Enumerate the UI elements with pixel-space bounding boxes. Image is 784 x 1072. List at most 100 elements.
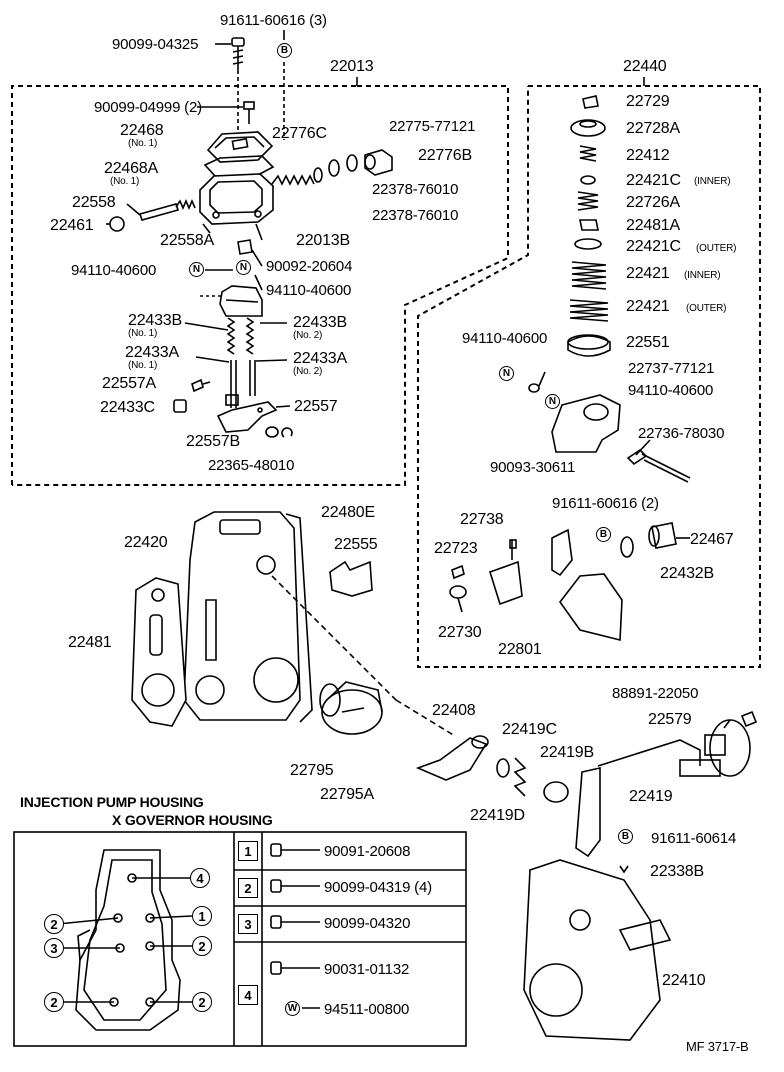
- housing-22013B: [199, 173, 274, 225]
- assembly-boundary-22440: [417, 85, 761, 668]
- label-22440: 22440: [623, 58, 667, 75]
- lever-22738: [551, 528, 573, 577]
- bracket-22440: [551, 394, 621, 453]
- label-22737-77121: 22737-77121: [628, 360, 715, 377]
- label-22558: 22558: [72, 194, 116, 211]
- label-22729: 22729: [626, 93, 670, 110]
- plate-22557: [216, 401, 291, 433]
- bolt-table-frame: [13, 831, 467, 1047]
- label-22557: 22557: [294, 398, 338, 415]
- label-outer-b: (OUTER): [686, 303, 727, 314]
- table-row-4-part: 90031-01132: [324, 961, 410, 978]
- housing-22420: [183, 511, 301, 721]
- marker-n-a: N: [189, 262, 204, 277]
- label-22378-76010-b: 22378-76010: [372, 207, 459, 224]
- screw-22557A: [191, 378, 211, 393]
- nut-90092-20604: [237, 239, 263, 267]
- label-22481A: 22481A: [626, 217, 680, 234]
- diagram-reference-code: MF 3717-B: [686, 1039, 749, 1054]
- label-22013B: 22013B: [296, 232, 350, 249]
- hole-label-3: 3: [44, 938, 64, 958]
- label-no1-b: (No. 1): [110, 176, 140, 187]
- hole-label-2-lower-right: 2: [192, 992, 212, 1012]
- label-91611-60616-2: 91611-60616 (2): [552, 495, 659, 512]
- label-94110-40600-b: 94110-40600: [266, 282, 352, 299]
- label-22776C: 22776C: [272, 125, 327, 142]
- label-outer-a: (OUTER): [696, 243, 737, 254]
- lever-22419: [575, 767, 601, 858]
- label-22738: 22738: [460, 511, 504, 528]
- label-22013: 22013: [330, 58, 374, 75]
- label-no2-b: (No. 2): [293, 366, 323, 377]
- table-row-3-number: 3: [238, 914, 258, 934]
- bolt-90099-04325: [215, 37, 245, 70]
- label-22433B-right: 22433B: [293, 314, 347, 331]
- block-22433: [200, 285, 263, 317]
- label-22795: 22795: [290, 762, 334, 779]
- cap-22795: [321, 681, 383, 735]
- cap-22433C: [173, 399, 187, 413]
- hole-label-4: 4: [190, 868, 210, 888]
- lever-22408: [415, 735, 489, 781]
- label-22726A: 22726A: [626, 194, 680, 211]
- gasket-22480E: [285, 513, 313, 723]
- label-22557B: 22557B: [186, 433, 240, 450]
- label-22579: 22579: [648, 711, 692, 728]
- bolt-22736: [626, 439, 691, 483]
- label-22736-78030: 22736-78030: [638, 425, 725, 442]
- label-22419C: 22419C: [502, 721, 557, 738]
- label-22730: 22730: [438, 624, 482, 641]
- label-22365-48010: 22365-48010: [208, 457, 295, 474]
- spring-22419C: [513, 757, 527, 797]
- washer-marker-w: W: [285, 1001, 300, 1016]
- hole-label-2-right-mid: 2: [192, 936, 212, 956]
- pin-22558: [126, 198, 196, 221]
- label-22728A: 22728A: [626, 120, 680, 137]
- label-22795A: 22795A: [320, 786, 374, 803]
- oring-22795A: [319, 683, 341, 717]
- washer-22419D: [496, 758, 510, 778]
- table-bolt-icons: [270, 843, 320, 1009]
- label-22468A: 22468A: [104, 160, 158, 177]
- label-22378-76010-a: 22378-76010: [372, 181, 459, 198]
- label-22433A-right: 22433A: [293, 350, 347, 367]
- plug-22461: [106, 216, 125, 232]
- rods-22433A: [225, 360, 256, 408]
- label-no2-a: (No. 2): [293, 330, 323, 341]
- label-inner-a: (INNER): [694, 176, 731, 187]
- label-22551: 22551: [626, 334, 670, 351]
- label-no1-d: (No. 1): [128, 360, 158, 371]
- stack-22440: [567, 95, 611, 357]
- label-22410: 22410: [662, 972, 706, 989]
- hole-label-2-upper-left: 2: [44, 914, 64, 934]
- table-row-3-part: 90099-04320: [324, 915, 411, 932]
- label-22461: 22461: [50, 217, 94, 234]
- label-22801: 22801: [498, 641, 542, 658]
- label-22421-inner: 22421: [626, 265, 670, 282]
- label-22480E: 22480E: [321, 504, 375, 521]
- label-94110-40600-d: 94110-40600: [628, 382, 714, 399]
- label-22421-outer: 22421: [626, 298, 670, 315]
- label-91611-60616-3: 91611-60616 (3): [220, 12, 327, 29]
- cover-22468: [206, 131, 274, 163]
- label-22468: 22468: [120, 122, 164, 139]
- table-row-4-part2: 94511-00800: [324, 1001, 410, 1018]
- label-90092-20604: 90092-20604: [266, 258, 353, 275]
- pump-22410: [523, 859, 672, 1041]
- label-22481: 22481: [68, 634, 112, 651]
- table-row-1-part: 90091-20608: [324, 843, 411, 860]
- label-22338B: 22338B: [650, 863, 704, 880]
- gasket-outline-sketch: [57, 849, 193, 1031]
- assembly-boundary-22013: [11, 85, 509, 486]
- bracket-22801: [489, 539, 623, 642]
- label-22776B: 22776B: [418, 147, 472, 164]
- marker-n-c: N: [499, 366, 514, 381]
- marker-b-top: B: [277, 43, 292, 58]
- bushing-22419B: [543, 781, 569, 803]
- label-91611-60614: 91611-60614: [651, 830, 737, 847]
- marker-n-b: N: [236, 260, 251, 275]
- table-row-4-number: 4: [238, 985, 258, 1005]
- seal-22432B: [620, 536, 634, 558]
- label-22433B-left: 22433B: [128, 312, 182, 329]
- washers-22378: [313, 154, 358, 183]
